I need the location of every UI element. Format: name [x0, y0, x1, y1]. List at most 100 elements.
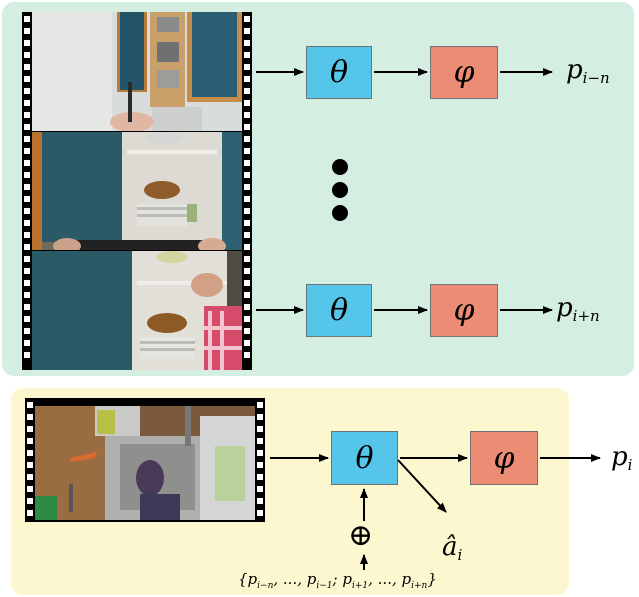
- film-hole: [244, 88, 250, 94]
- film-hole: [24, 208, 30, 214]
- film-hole: [27, 486, 33, 492]
- ellipsis-dot: [332, 205, 348, 221]
- film-hole: [257, 426, 263, 432]
- film-hole: [257, 510, 263, 516]
- film-hole: [24, 64, 30, 70]
- film-hole: [257, 486, 263, 492]
- film-hole: [244, 208, 250, 214]
- film-hole: [27, 414, 33, 420]
- film-hole: [24, 352, 30, 358]
- video-frame-overhead: [35, 406, 255, 520]
- head-phi-box-top: φ: [430, 46, 498, 99]
- combine-symbol: ⊕: [348, 518, 374, 553]
- ellipsis-dot: [332, 159, 348, 175]
- film-hole: [24, 136, 30, 142]
- film-hole: [24, 316, 30, 322]
- film-hole: [24, 184, 30, 190]
- video-frame-2: [32, 132, 242, 250]
- film-hole: [24, 304, 30, 310]
- film-hole: [24, 100, 30, 106]
- film-hole: [244, 64, 250, 70]
- film-hole: [257, 438, 263, 444]
- film-hole: [244, 328, 250, 334]
- head-phi-box-context: φ: [470, 431, 538, 485]
- film-hole: [24, 88, 30, 94]
- film-holes-left: [25, 398, 35, 522]
- encoder-theta-box-top: θ: [306, 46, 372, 99]
- film-hole: [244, 124, 250, 130]
- film-hole: [257, 498, 263, 504]
- video-frame-1: [32, 12, 242, 131]
- film-strip-bottom: [25, 398, 265, 522]
- film-hole: [27, 510, 33, 516]
- output-label-bottom-row: pi+n: [556, 293, 600, 325]
- film-hole: [244, 184, 250, 190]
- context-set-label: {pi−n, ..., pi−1; pi+1, ..., pi+n}: [238, 570, 437, 591]
- film-hole: [24, 112, 30, 118]
- film-hole: [244, 352, 250, 358]
- arrow-theta-to-aux-output: [397, 459, 447, 513]
- film-hole: [257, 462, 263, 468]
- film-hole: [244, 16, 250, 22]
- film-hole: [24, 328, 30, 334]
- film-hole: [24, 340, 30, 346]
- film-hole: [244, 256, 250, 262]
- film-hole: [244, 40, 250, 46]
- film-hole: [244, 196, 250, 202]
- film-hole: [24, 196, 30, 202]
- film-hole: [27, 426, 33, 432]
- film-hole: [24, 40, 30, 46]
- encoder-theta-box-bottom-row: θ: [306, 284, 372, 337]
- film-hole: [244, 220, 250, 226]
- film-hole: [244, 112, 250, 118]
- film-hole: [257, 474, 263, 480]
- film-hole: [257, 414, 263, 420]
- film-hole: [24, 52, 30, 58]
- film-hole: [244, 160, 250, 166]
- film-hole: [244, 148, 250, 154]
- film-hole: [244, 28, 250, 34]
- film-hole: [244, 172, 250, 178]
- ellipsis-dot: [332, 182, 348, 198]
- film-strip-top: [22, 12, 252, 370]
- film-hole: [24, 124, 30, 130]
- film-holes-right: [255, 398, 265, 522]
- film-hole: [24, 256, 30, 262]
- film-hole: [244, 292, 250, 298]
- film-hole: [24, 292, 30, 298]
- film-hole: [24, 232, 30, 238]
- film-hole: [257, 402, 263, 408]
- film-hole: [24, 244, 30, 250]
- film-hole: [27, 462, 33, 468]
- film-hole: [244, 280, 250, 286]
- aux-output-label: âi: [442, 532, 463, 564]
- film-hole: [24, 160, 30, 166]
- film-hole: [24, 16, 30, 22]
- film-hole: [244, 100, 250, 106]
- film-hole: [244, 136, 250, 142]
- film-hole: [244, 232, 250, 238]
- film-hole: [257, 450, 263, 456]
- film-hole: [244, 244, 250, 250]
- film-hole: [244, 76, 250, 82]
- film-hole: [244, 316, 250, 322]
- film-hole: [24, 28, 30, 34]
- encoder-theta-box-context: θ: [331, 431, 398, 485]
- film-hole: [27, 498, 33, 504]
- output-label-top: pi−n: [566, 55, 610, 87]
- film-hole: [24, 268, 30, 274]
- vertical-ellipsis-dots: [332, 159, 348, 221]
- video-frame-3: [32, 251, 242, 370]
- film-hole: [244, 340, 250, 346]
- film-hole: [27, 474, 33, 480]
- film-holes-left: [22, 12, 32, 370]
- film-hole: [244, 268, 250, 274]
- film-holes-right: [242, 12, 252, 370]
- film-hole: [24, 280, 30, 286]
- film-hole: [24, 172, 30, 178]
- film-hole: [24, 148, 30, 154]
- head-phi-box-bottom-row: φ: [430, 284, 498, 337]
- film-hole: [27, 402, 33, 408]
- film-hole: [27, 438, 33, 444]
